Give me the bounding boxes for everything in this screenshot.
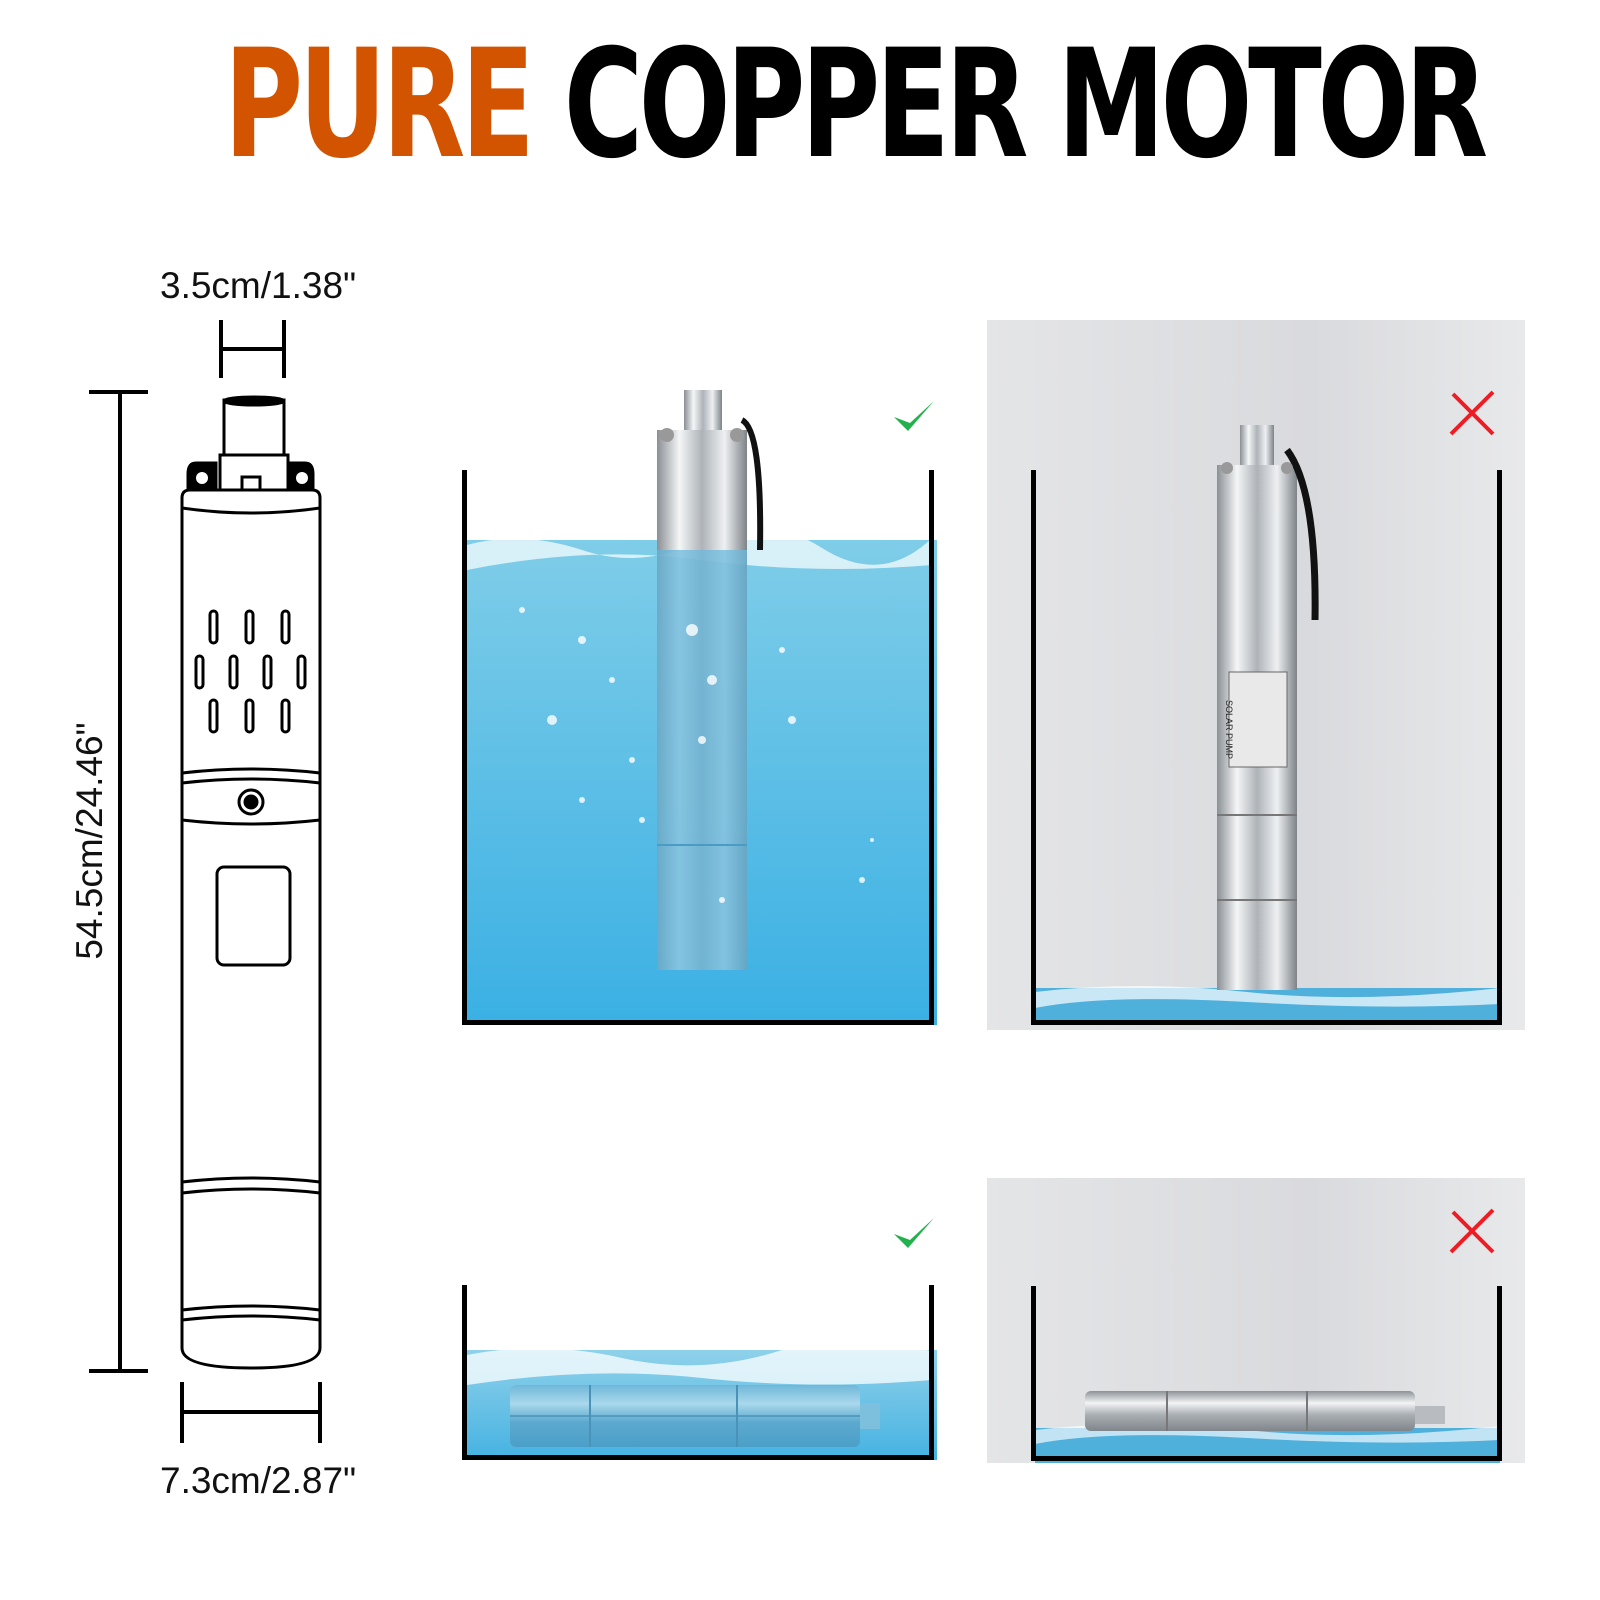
title-accent-word: PURE — [224, 18, 535, 192]
tank-floor — [462, 1020, 934, 1025]
tank-right-wall — [929, 470, 934, 1025]
title-main-text: COPPER MOTOR — [563, 18, 1488, 192]
tank-floor — [1031, 1020, 1502, 1025]
page-title: PURE COPPER MOTOR — [224, 30, 1488, 180]
tank-right-wall — [929, 1285, 934, 1460]
tank-left-wall — [462, 470, 467, 1025]
tank-left-wall — [1031, 1286, 1036, 1461]
scenario-horizontal-submerged — [462, 1200, 942, 1465]
tank-left-wall — [1031, 470, 1036, 1025]
pump-nameplate: SOLAR PUMP — [1224, 700, 1234, 760]
scenario-vertical-submerged — [462, 380, 942, 1030]
cross-icon — [1449, 1208, 1495, 1254]
body-width-label: 7.3cm/2.87" — [160, 1460, 357, 1501]
tank-floor — [462, 1455, 934, 1460]
pump-line-drawing-icon — [89, 320, 322, 1443]
check-icon — [894, 1218, 934, 1248]
tank-left-wall — [462, 1285, 467, 1460]
tank-floor — [1031, 1456, 1502, 1461]
check-icon — [894, 401, 934, 431]
cross-icon — [1449, 390, 1495, 436]
tank-right-wall — [1497, 1286, 1502, 1461]
scenario-horizontal-shallow — [987, 1178, 1525, 1463]
scenario-vertical-low-water: SOLAR PUMP — [987, 320, 1525, 1030]
tank-right-wall — [1497, 470, 1502, 1025]
outlet-width-label: 3.5cm/1.38" — [160, 265, 357, 306]
